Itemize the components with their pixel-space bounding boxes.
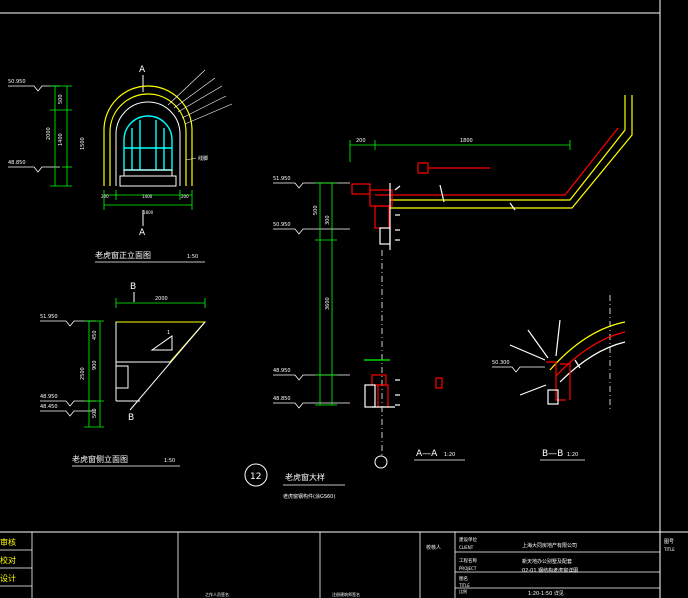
detail-callout: 12 老虎窗大样 老虎窗钢构件(涂GS60) xyxy=(244,463,345,500)
tb-scale-value: 1:20-1:50 详见 xyxy=(528,590,564,597)
tb-project-label-en: PROJECT xyxy=(459,566,477,571)
aa-level-3: 48.950 xyxy=(273,368,350,381)
section-aa: 200 1800 51.950 50.950 48.950 48.850 5 xyxy=(273,95,633,469)
side-level-bottom-1: 48.950 xyxy=(40,394,96,407)
svg-text:50.950: 50.950 xyxy=(8,79,26,85)
front-dim-h0: 200 xyxy=(101,194,109,199)
front-dim-h1: 1400 xyxy=(142,194,153,199)
side-slope-mark: 1 xyxy=(167,330,170,336)
tb-client-label-en: CLIENT xyxy=(459,545,474,550)
front-level-top: 50.950 xyxy=(8,79,60,92)
front-dim-v0: 500 xyxy=(58,94,64,104)
tb-drawing-label-en: TITLE xyxy=(458,583,470,588)
callout-number: 12 xyxy=(250,472,261,482)
aa-title: A—A xyxy=(416,449,438,459)
svg-text:50.950: 50.950 xyxy=(273,222,291,228)
tb-client-label: 建设单位 xyxy=(459,536,477,543)
side-scale: 1:50 xyxy=(164,458,175,464)
svg-text:48.450: 48.450 xyxy=(40,404,58,410)
side-dim-top: 2000 xyxy=(155,296,168,302)
side-title: 老虎窗侧立面图 xyxy=(72,454,128,464)
tb-drawing-label: 图名 xyxy=(459,575,468,582)
aa-dim-top1: 1800 xyxy=(460,138,473,144)
side-level-bottom-2: 48.450 xyxy=(40,404,96,417)
aa-dim-v0: 500 xyxy=(313,205,319,215)
tb-footer-left: 之作人员签名 xyxy=(205,591,229,597)
aa-scale: 1:20 xyxy=(444,452,455,458)
svg-text:48.950: 48.950 xyxy=(273,368,291,374)
svg-text:48.950: 48.950 xyxy=(40,394,58,400)
bb-title: B—B xyxy=(542,449,563,459)
svg-text:51.950: 51.950 xyxy=(40,314,58,320)
tb-client-value: 上海大同房地产有限公司 xyxy=(522,542,577,549)
front-level-bottom: 48.850 xyxy=(8,160,60,173)
side-level-top: 51.950 xyxy=(40,314,96,327)
aa-dim-top0: 200 xyxy=(356,138,366,144)
callout-title: 老虎窗大样 xyxy=(285,472,325,482)
aa-dim-v2: 3600 xyxy=(325,297,331,310)
front-title: 老虎窗正立面图 xyxy=(95,250,151,260)
front-dim-bottom: 1800 xyxy=(143,210,154,215)
svg-text:51.950: 51.950 xyxy=(273,176,291,182)
front-marker-top: A xyxy=(139,65,146,75)
side-marker-bottom: B xyxy=(128,413,134,423)
callout-note: 老虎窗钢构件(涂GS60) xyxy=(283,493,335,500)
aa-dim-v1: 300 xyxy=(325,215,331,225)
front-elevation: A A 50.950 48.850 500 2000 1400 1500 xyxy=(8,65,233,263)
side-dim-v0: 450 xyxy=(92,330,98,340)
front-dim-v1: 2000 xyxy=(46,127,52,140)
tb-sheet-label-en: TITLE xyxy=(663,547,675,552)
side-dim-v2: 900 xyxy=(92,360,98,370)
aa-level-4: 48.850 xyxy=(273,396,350,409)
tb-footer-mid: 注册建筑师签名 xyxy=(332,591,360,597)
front-scale: 1:50 xyxy=(187,254,198,260)
aa-level-1: 51.950 xyxy=(273,176,350,189)
tb-scale-label: 比例 xyxy=(459,588,467,594)
side-dim-v3: 500 xyxy=(92,408,98,418)
side-dim-v1: 2500 xyxy=(80,367,86,380)
svg-text:48.850: 48.850 xyxy=(8,160,26,166)
aa-level-2: 50.950 xyxy=(273,222,350,235)
front-dim-v3: 1500 xyxy=(80,137,86,150)
front-dim-v2: 1400 xyxy=(58,133,64,146)
tb-drawing-value: 02-01 钢结构老虎窗详图 xyxy=(522,567,578,574)
svg-text:48.850: 48.850 xyxy=(273,396,291,402)
front-arc-label: 线脚 xyxy=(198,155,208,162)
section-bb: 50.300 B—B 1:20 xyxy=(492,295,626,461)
tb-left-label-2: 设计 xyxy=(0,573,16,583)
bb-scale: 1:20 xyxy=(567,452,578,458)
tb-reviewer-label: 校核人 xyxy=(426,544,441,551)
bb-level: 50.300 xyxy=(492,360,545,373)
tb-left-label-1: 校对 xyxy=(0,555,16,565)
title-block: 审核 校对 设计 校核人 建设单位 CLIENT 上海大同房地产有限公司 工程名… xyxy=(0,532,675,598)
front-marker-bottom: A xyxy=(139,228,146,238)
tb-left-label-0: 审核 xyxy=(0,537,16,547)
front-dim-h2: 200 xyxy=(181,194,189,199)
tb-sheet-label: 图号 xyxy=(664,539,674,545)
tb-project-label: 工程名称 xyxy=(459,557,477,564)
svg-text:50.300: 50.300 xyxy=(492,360,510,366)
side-elevation: B B 51.950 48.950 48.450 2000 450 2500 xyxy=(40,282,207,467)
tb-project-value: 新天地办公别墅及配套 xyxy=(522,558,572,565)
side-marker-top: B xyxy=(130,282,136,292)
